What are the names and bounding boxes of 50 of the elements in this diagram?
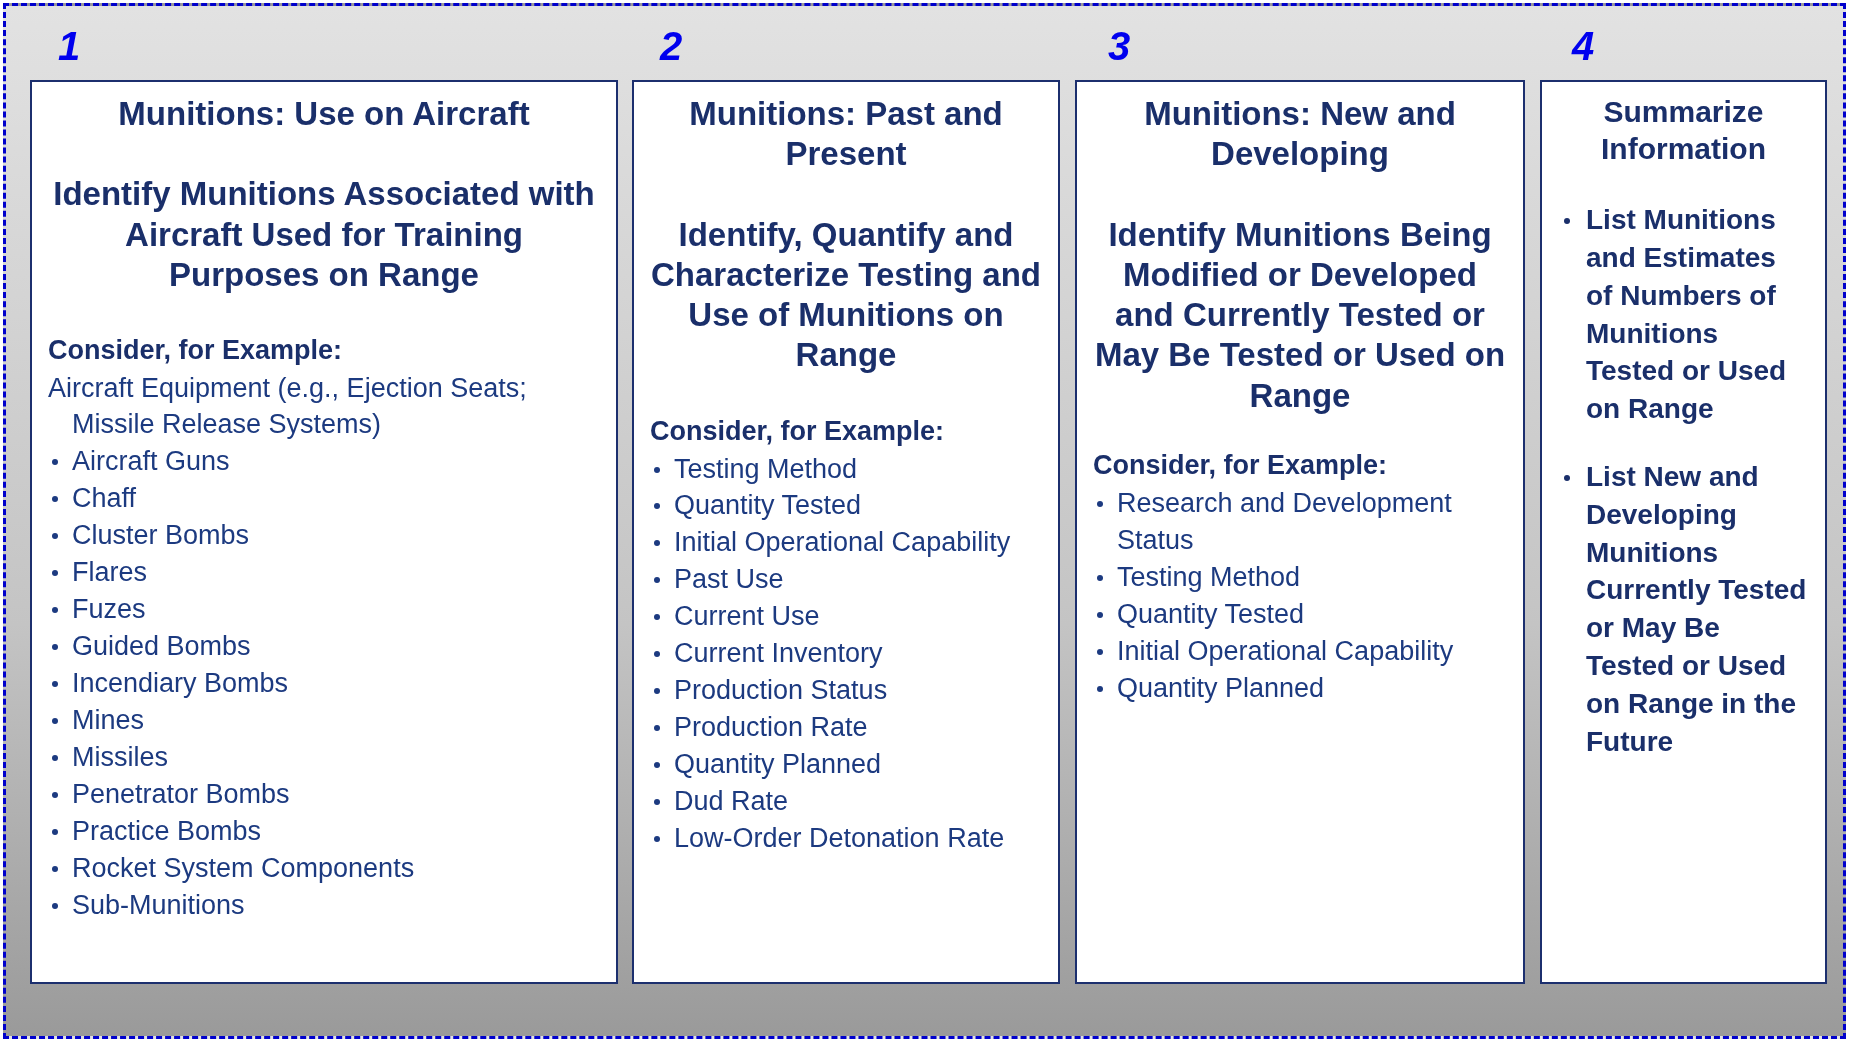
bullet-item: Quantity Tested xyxy=(674,490,862,521)
bullet-item: Current Use xyxy=(674,601,820,632)
bullet-item: Fuzes xyxy=(72,593,146,624)
bullet-item: Quantity Planned xyxy=(674,749,882,780)
bullet-item: Past Use xyxy=(674,564,784,595)
column-subtitle: Identify Munitions Associated with Aircraft Used for Training Purposes on Range xyxy=(52,174,596,295)
step-number: 3 xyxy=(1108,26,1131,66)
list-item: Aircraft Equipment (e.g., Ejection Seats; Missile Release Systems) xyxy=(48,372,528,442)
step-number: 2 xyxy=(660,26,683,66)
bullet-item: Practice Bombs xyxy=(72,815,262,846)
bullet-item: Initial Operational Capability xyxy=(674,527,1011,558)
bullet-item: Sub-Munitions xyxy=(72,889,245,920)
column-title: Munitions: Past and Present xyxy=(688,94,1004,175)
bullet-item: Aircraft Guns xyxy=(72,445,230,476)
bullet-item: Cluster Bombs xyxy=(72,519,250,550)
bullet-item: List Munitions and Estimates of Numbers of Munitions Tested or Used on Range xyxy=(1586,204,1787,425)
bullet-item: Guided Bombs xyxy=(72,630,251,661)
bullet-item: Testing Method xyxy=(674,453,858,484)
bullet-item: Penetrator Bombs xyxy=(72,778,290,809)
column-box xyxy=(1540,80,1827,984)
column-box xyxy=(30,80,618,984)
bullet-item: Incendiary Bombs xyxy=(72,667,289,698)
bullet-item: List New and Developing Munitions Currently Tested or May Be Tested or Used on Range in the Future xyxy=(1586,460,1807,757)
bullet-item: Low-Order Detonation Rate xyxy=(674,823,1005,854)
step-number: 4 xyxy=(1572,26,1595,66)
bullet-item: Flares xyxy=(72,556,147,587)
column-title: Munitions: Use on Aircraft xyxy=(117,94,531,134)
step-number: 1 xyxy=(58,26,81,66)
bullet-item: Research and Development Status xyxy=(1117,487,1452,555)
column-title: Summarize Information xyxy=(1600,94,1767,167)
bullet-item: Dud Rate xyxy=(674,786,789,817)
column-title: Munitions: New and Developing xyxy=(1143,94,1457,175)
bullet-item: Rocket System Components xyxy=(72,852,415,883)
column-box xyxy=(1075,80,1525,984)
bullet-item: Current Inventory xyxy=(674,638,883,669)
bullet-item: Production Status xyxy=(674,675,888,706)
bullet-item: Mines xyxy=(72,704,145,735)
list-heading: Consider, for Example: xyxy=(650,415,946,447)
column-box xyxy=(632,80,1060,984)
bullet-item: Production Rate xyxy=(674,712,868,743)
bullet-item: Chaff xyxy=(72,482,137,513)
bullet-item: Quantity Tested xyxy=(1117,598,1305,629)
bullet-item: Testing Method xyxy=(1117,561,1301,592)
bullet-item: Quantity Planned xyxy=(1117,672,1325,703)
bullet-item: Initial Operational Capability xyxy=(1117,635,1454,666)
bullet-item: Missiles xyxy=(72,741,168,772)
column-subtitle: Identify, Quantify and Characterize Testing and Use of Munitions on Range xyxy=(650,214,1042,376)
column-subtitle: Identify Munitions Being Modified or Developed and Currently Tested or May Be Tested or Used on Range xyxy=(1093,214,1507,416)
list-heading: Consider, for Example: xyxy=(48,335,344,366)
list-heading: Consider, for Example: xyxy=(1093,449,1389,481)
